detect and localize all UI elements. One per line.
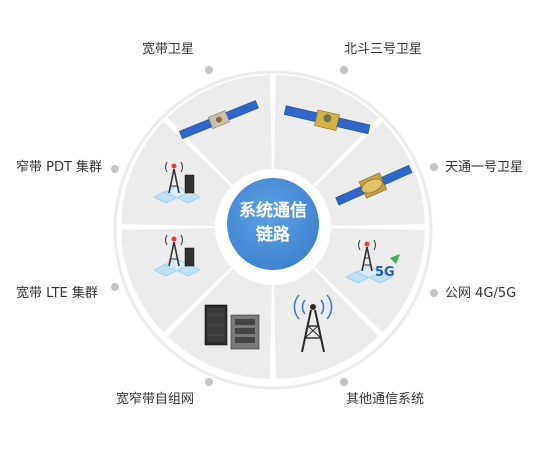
label-broadband-satellite: 宽带卫星: [142, 42, 195, 57]
segments-layer: [121, 75, 425, 379]
label-tiantong-1: 天通一号卫星: [445, 160, 524, 175]
dot-public-network: [430, 289, 438, 297]
segment-public-network: [314, 228, 425, 333]
radio-tower-icon: [293, 294, 333, 353]
label-public-network: 公网 4G/5G: [445, 286, 517, 301]
5g-badge-leaf: [390, 254, 400, 264]
radio-equipment-icon: [204, 304, 260, 350]
segment-broadband-satellite: [167, 75, 272, 186]
cluster-tower-icon: [153, 234, 201, 277]
dot-tiantong-1: [430, 163, 438, 171]
satellite-icon: [335, 164, 413, 206]
label-other-systems: 其他通信系统: [346, 392, 425, 407]
label-beidou-3: 北斗三号卫星: [344, 42, 423, 57]
segment-narrowband-pdt: [121, 121, 232, 226]
dot-other-systems: [340, 378, 348, 386]
5g-tower-icon: [345, 239, 393, 284]
5g-badge: 5G: [375, 265, 395, 280]
label-broadband-lte: 宽带 LTE 集群: [16, 286, 98, 301]
segment-beidou-3: [274, 75, 379, 186]
dot-broadband-lte: [111, 283, 119, 291]
center-label-line1: 系统通信: [239, 201, 307, 221]
cluster-tower-icon: [153, 161, 201, 204]
dot-narrowband-pdt: [111, 165, 119, 173]
segment-broadband-lte: [121, 228, 232, 333]
dot-broadband-satellite: [205, 66, 213, 74]
dot-ad-hoc: [205, 378, 213, 386]
label-narrowband-pdt: 窄带 PDT 集群: [16, 160, 103, 175]
satellite-icon: [179, 100, 259, 140]
center-label: 系统通信 链路: [218, 183, 328, 263]
dot-beidou-3: [340, 66, 348, 74]
label-ad-hoc: 宽窄带自组网: [116, 392, 195, 407]
center-label-line2: 链路: [256, 225, 290, 245]
segment-other-systems: [274, 268, 379, 379]
center-circle: [227, 178, 319, 270]
satellite-icon: [283, 105, 371, 135]
outer-ring: [113, 70, 433, 390]
